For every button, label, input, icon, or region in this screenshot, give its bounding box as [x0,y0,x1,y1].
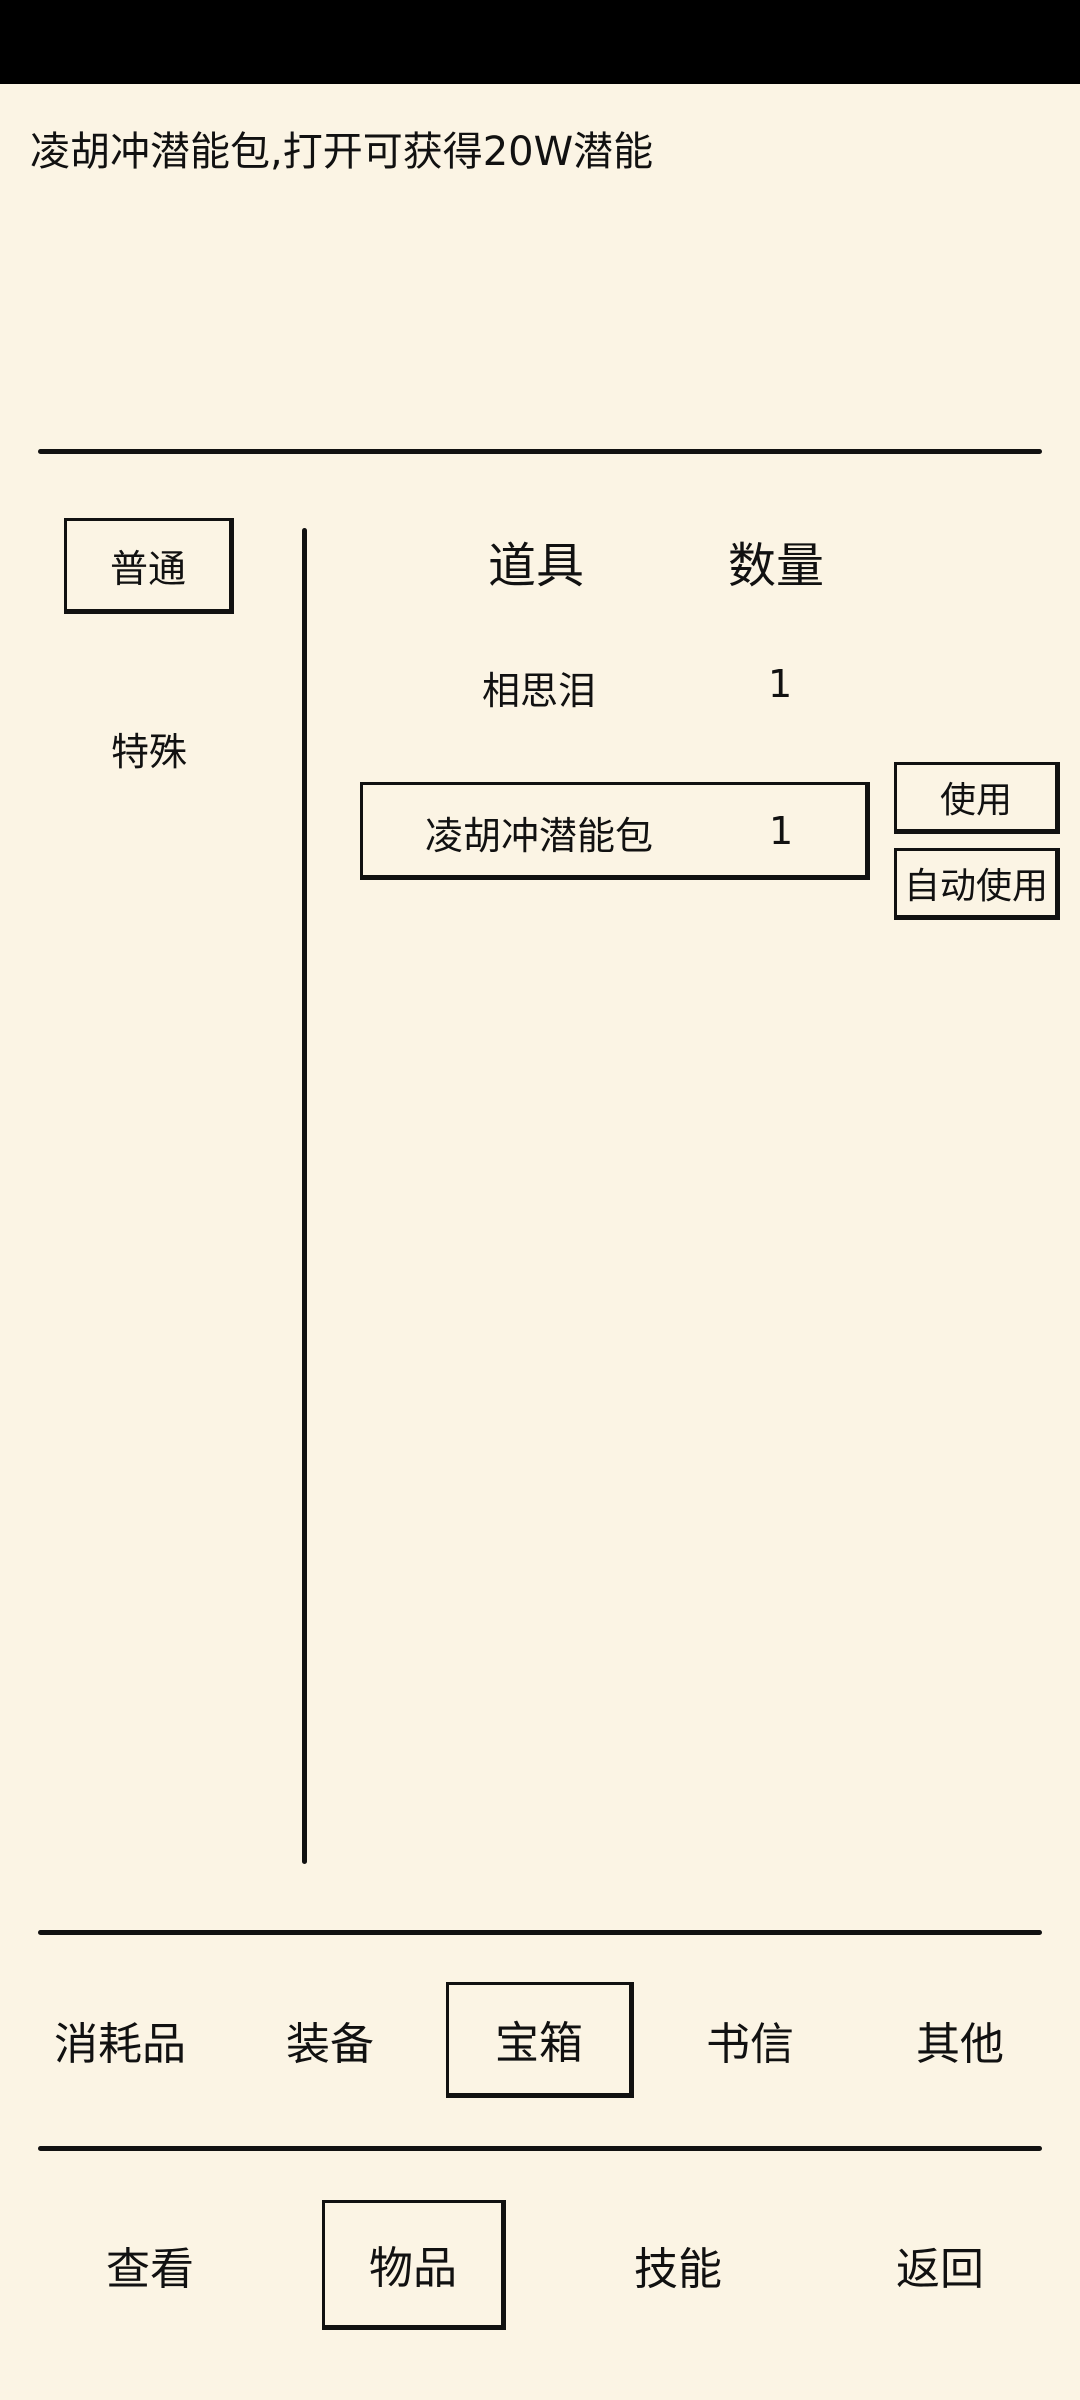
tab-other[interactable]: 其他 [870,1982,1050,2098]
vertical-divider [302,528,307,1864]
nav-label: 查看 [106,2244,194,2295]
category-special-button[interactable]: 特殊 [64,700,234,796]
nav-label: 返回 [896,2244,984,2295]
item-quantity: 1 [768,662,793,706]
top-divider [38,449,1042,454]
auto-use-button-label: 自动使用 [903,866,1048,907]
nav-label: 物品 [369,2243,457,2294]
use-button[interactable]: 使用 [894,762,1060,834]
item-name: 相思泪 [482,669,597,713]
item-description: 凌胡冲潜能包,打开可获得20W潜能 [30,129,654,175]
tab-chests[interactable]: 宝箱 [446,1982,634,2098]
tab-letters[interactable]: 书信 [660,1982,840,2098]
nav-label: 技能 [634,2244,722,2295]
column-header-quantity: 数量 [728,538,825,594]
item-row[interactable]: 相思泪 1 [360,636,870,732]
status-bar [0,0,1080,84]
tab-label: 装备 [286,2019,374,2070]
auto-use-button[interactable]: 自动使用 [894,848,1060,920]
category-normal-label: 普通 [109,546,186,591]
nav-top-divider [38,2146,1042,2151]
nav-view[interactable]: 查看 [60,2200,240,2330]
tab-equipment[interactable]: 装备 [240,1982,420,2098]
tab-label: 消耗品 [54,2019,186,2070]
nav-skills[interactable]: 技能 [588,2200,768,2330]
tab-label: 宝箱 [495,2018,583,2069]
tab-label: 书信 [706,2019,794,2070]
use-button-label: 使用 [939,780,1012,821]
column-header-item: 道具 [488,538,585,594]
tab-label: 其他 [916,2019,1004,2070]
tab-consumables[interactable]: 消耗品 [30,1982,210,2098]
tabs-top-divider [38,1930,1042,1935]
nav-items[interactable]: 物品 [322,2200,506,2330]
item-name: 凌胡冲潜能包 [425,814,654,858]
item-row-selected[interactable]: 凌胡冲潜能包 1 [360,782,870,880]
nav-back[interactable]: 返回 [850,2200,1030,2330]
item-quantity: 1 [769,809,794,853]
category-special-label: 特殊 [110,729,187,774]
category-normal-button[interactable]: 普通 [64,518,234,614]
